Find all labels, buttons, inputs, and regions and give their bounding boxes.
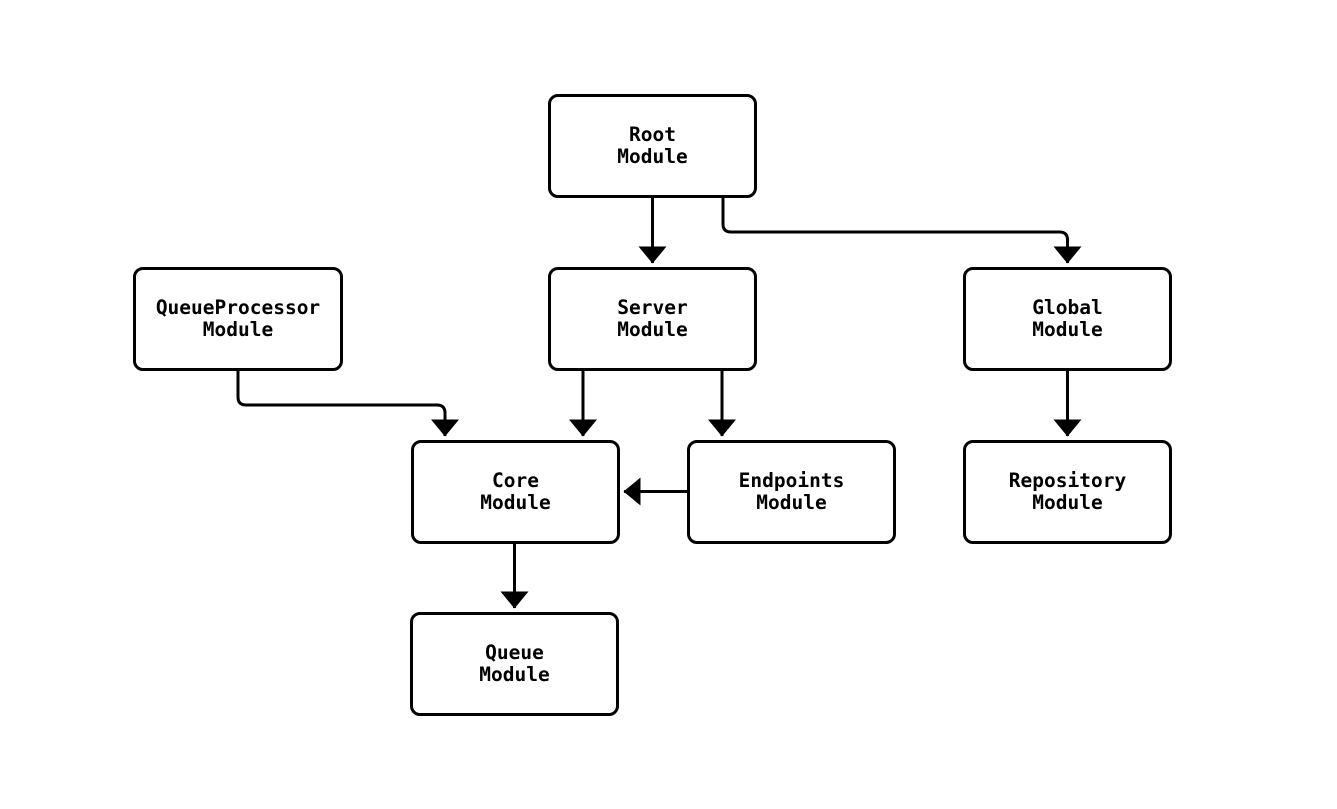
node-queueprocessor-module: QueueProcessor Module (133, 267, 343, 371)
node-label: Core Module (480, 469, 551, 514)
node-label: QueueProcessor Module (155, 296, 321, 341)
node-server-module: Server Module (548, 267, 757, 371)
edge-root-to-global (721, 198, 1082, 264)
node-queue-module: Queue Module (410, 612, 619, 716)
node-label: Queue Module (479, 641, 550, 686)
node-label: Endpoints Module (738, 469, 845, 514)
node-global-module: Global Module (963, 267, 1172, 371)
node-root-module: Root Module (548, 94, 757, 198)
node-label: Global Module (1032, 296, 1103, 341)
edge-queueprocessor-to-core (236, 371, 459, 437)
node-label: Root Module (617, 123, 688, 168)
node-endpoints-module: Endpoints Module (687, 440, 896, 544)
node-label: Server Module (617, 296, 688, 341)
node-repository-module: Repository Module (963, 440, 1172, 544)
node-core-module: Core Module (411, 440, 620, 544)
node-label: Repository Module (1008, 469, 1127, 514)
